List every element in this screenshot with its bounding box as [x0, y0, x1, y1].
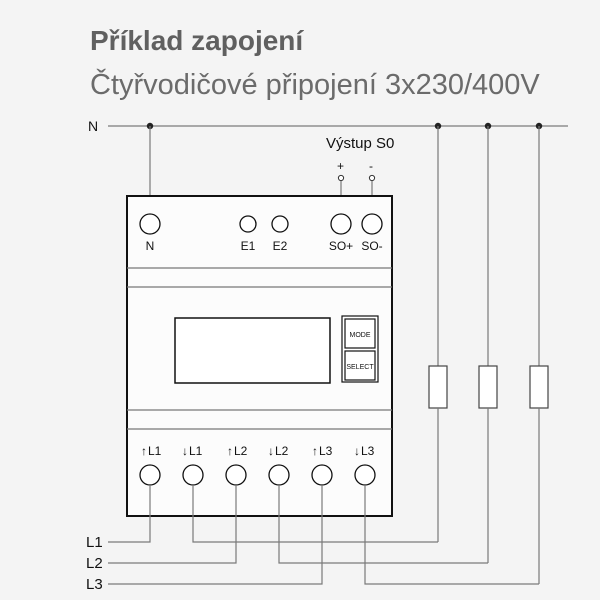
terminal-label-l1-out: L1: [189, 444, 203, 458]
l1-load-wire: [192, 485, 438, 543]
l3-load-wire: [364, 485, 539, 585]
pulse-output-label: Výstup S0: [326, 135, 394, 152]
terminal-label-group-2: ↓ L1: [182, 444, 203, 458]
diagram-subtitle: Čtyřvodičové připojení 3x230/400V: [90, 67, 540, 101]
arrow-up-icon: ↑: [141, 444, 147, 458]
arrow-up-icon: ↑: [227, 444, 233, 458]
diagram-title: Příklad zapojení: [90, 25, 304, 56]
terminal-l3-in: [311, 464, 333, 486]
pulse-plus-pin: [337, 174, 345, 182]
terminal-l1-in: [139, 464, 161, 486]
arrow-down-icon: ↓: [182, 444, 188, 458]
terminal-label-e2: E2: [273, 239, 288, 253]
pulse-plus-label: +: [337, 159, 344, 173]
mode-button[interactable]: [344, 318, 376, 349]
terminal-label-l2-in: L2: [234, 444, 248, 458]
neutral-line-label: N: [88, 118, 98, 134]
arrow-up-icon: ↑: [312, 444, 318, 458]
terminal-label-so-plus: SO+: [329, 239, 353, 253]
l3-line-label: L3: [86, 576, 103, 593]
mode-button-label: MODE: [350, 332, 371, 339]
terminal-e1: [239, 215, 257, 233]
terminal-label-e1: E1: [241, 239, 256, 253]
select-button[interactable]: [344, 350, 376, 381]
terminal-l2-in: [225, 464, 247, 486]
pulse-minus-pin: [368, 174, 376, 182]
load-resistor-1: [428, 365, 448, 409]
terminal-label-so-minus: SO-: [361, 239, 382, 253]
l2-supply-wire: [108, 485, 237, 564]
terminal-e2: [271, 215, 289, 233]
l1-supply-wire: [108, 485, 151, 543]
terminal-label-group-4: ↓ L2: [268, 444, 289, 458]
terminal-l1-out: [182, 464, 204, 486]
pulse-minus-label: -: [369, 159, 373, 173]
l3-supply-wire: [108, 485, 323, 585]
arrow-down-icon: ↓: [354, 444, 360, 458]
arrow-down-icon: ↓: [268, 444, 274, 458]
terminal-label-l3-out: L3: [361, 444, 375, 458]
terminal-label-n: N: [146, 239, 155, 253]
terminal-l3-out: [354, 464, 376, 486]
terminal-label-group-6: ↓ L3: [354, 444, 375, 458]
terminal-l2-out: [268, 464, 290, 486]
terminal-label-group-5: ↑ L3: [312, 444, 333, 458]
l1-line-label: L1: [86, 534, 103, 551]
terminal-label-group-3: ↑ L2: [227, 444, 248, 458]
energy-meter: MODE SELECT N E1 E2 SO+ SO- ↑ L1 ↓ L1 ↑: [126, 195, 393, 517]
terminal-label-l1-in: L1: [148, 444, 162, 458]
terminal-so-plus: [330, 213, 352, 235]
terminal-label-group-1: ↑ L1: [141, 444, 162, 458]
terminal-label-l2-out: L2: [275, 444, 289, 458]
load-resistor-3: [529, 365, 549, 409]
load-resistor-2: [478, 365, 498, 409]
l2-load-wire: [278, 485, 488, 564]
l2-line-label: L2: [86, 555, 103, 572]
meter-display: [174, 317, 331, 384]
terminal-label-l3-in: L3: [319, 444, 333, 458]
terminal-n: [139, 213, 161, 235]
terminal-so-minus: [361, 213, 383, 235]
select-button-label: SELECT: [346, 364, 374, 371]
